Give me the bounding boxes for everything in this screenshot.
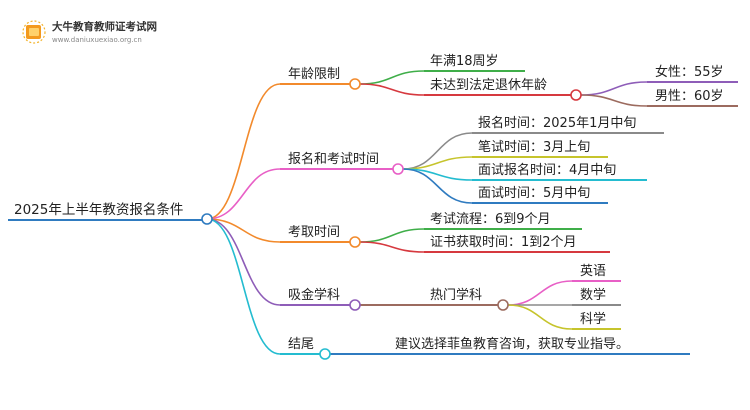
branch-label: 结尾 [288, 337, 314, 352]
root-node-label: 2025年上半年教资报名条件 [14, 201, 183, 218]
logo-icon [22, 20, 46, 44]
leaf-connector [359, 70, 425, 85]
subleaf-label: 女性：55岁 [655, 64, 724, 80]
branch-dot[interactable] [349, 236, 361, 248]
root-dot[interactable] [201, 213, 213, 225]
subleaf-label: 科学 [580, 311, 606, 327]
branch-dot[interactable] [349, 299, 361, 311]
subleaf-connector [580, 81, 648, 96]
branch-label: 考取时间 [288, 225, 340, 240]
branch-dot[interactable] [392, 163, 404, 175]
connector-lines [8, 70, 738, 355]
leaf-label: 年满18周岁 [430, 54, 499, 69]
leaf-connector [359, 241, 425, 253]
leaf-label: 证书获取时间：1到2个月 [430, 235, 577, 250]
leaf-connector [402, 168, 473, 204]
branch-connector [206, 83, 281, 220]
branch-connector [206, 218, 281, 306]
leaf-connector [402, 132, 473, 170]
branch-label: 报名和考试时间 [288, 151, 379, 167]
leaf-label: 面试时间：5月中旬 [478, 186, 590, 201]
subleaf-connector [580, 94, 648, 107]
subleaf-label: 英语 [580, 264, 606, 279]
branch-label: 吸金学科 [288, 287, 340, 303]
subleaf-connector [507, 280, 573, 306]
logo-title: 大牛教育教师证考试网 [52, 20, 157, 33]
subleaf-label: 男性：60岁 [655, 89, 724, 104]
leaf-label: 未达到法定退休年龄 [430, 78, 547, 93]
branch-dot[interactable] [349, 78, 361, 90]
brand-logo: 大牛教育教师证考试网 www.daniuxuexiao.org.cn [22, 20, 157, 44]
branch-label: 年龄限制 [288, 67, 340, 82]
branch-connector [206, 218, 281, 355]
leaf-label: 报名时间：2025年1月中旬 [478, 115, 636, 131]
logo-url: www.daniuxuexiao.org.cn [52, 36, 142, 44]
leaf-label: 热门学科 [430, 287, 482, 303]
subleaf-label: 数学 [580, 287, 606, 303]
subleaf-connector [507, 304, 573, 330]
leaf-label: 面试报名时间：4月中旬 [478, 162, 616, 178]
leaf-label: 笔试时间：3月上旬 [478, 139, 590, 155]
subnode-dot[interactable] [497, 299, 509, 311]
branch-dot[interactable] [319, 348, 331, 360]
leaf-label: 建议选择菲鱼教育咨询，获取专业指导。 [395, 336, 629, 352]
branch-connector [206, 168, 281, 220]
leaf-connector [359, 83, 425, 96]
leaf-label: 考试流程：6到9个月 [430, 212, 551, 227]
subnode-dot[interactable] [570, 89, 582, 101]
leaf-connector [359, 228, 425, 243]
branch-connector [206, 218, 281, 243]
